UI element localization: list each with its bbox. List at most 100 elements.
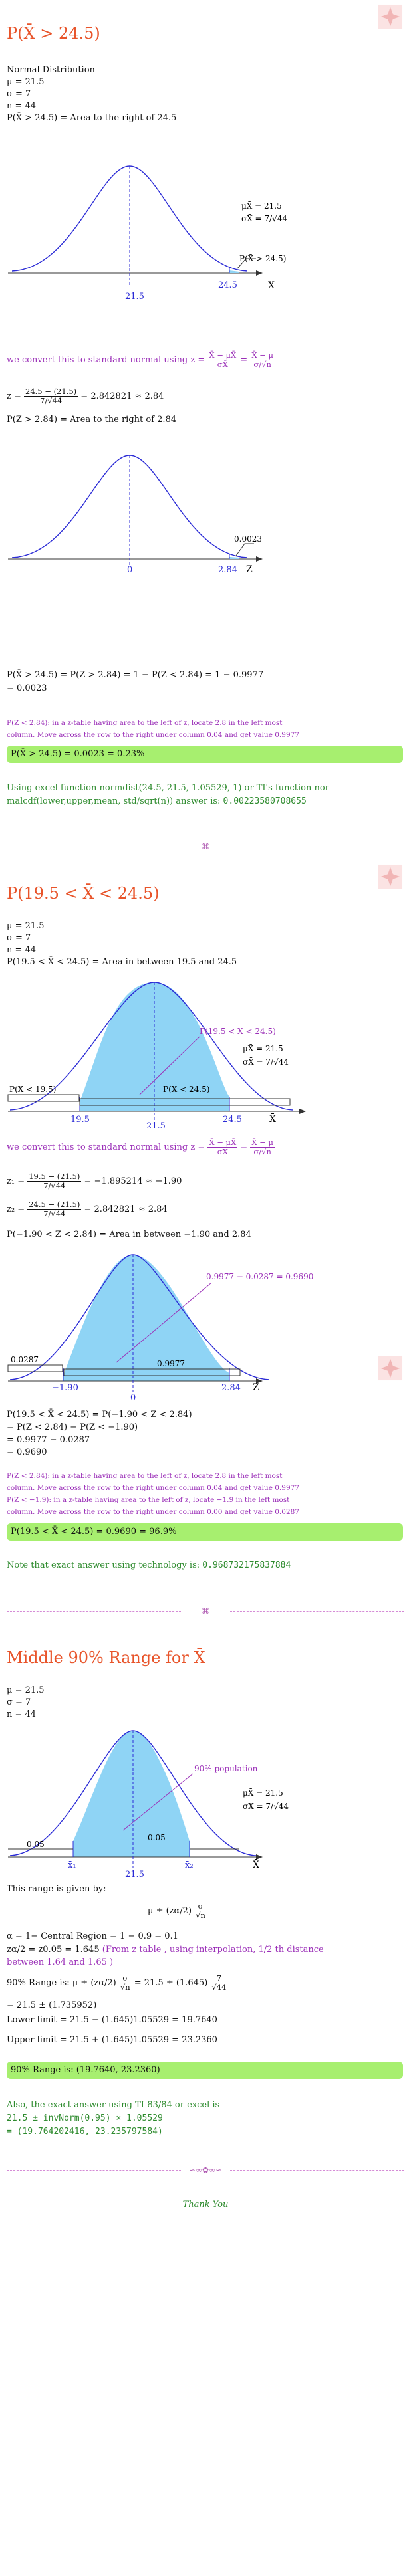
watermark-stamp-icon <box>378 864 403 889</box>
sigma-value: σ = 7 <box>7 1697 31 1707</box>
left-bracket <box>7 1364 63 1372</box>
ti-result: = (19.764202416, 23.235797584) <box>7 2127 163 2137</box>
critical-z: zα/2 = z0.05 = 1.645 (From z table , usi… <box>7 1945 324 1955</box>
tick-label-lower: 19.5 <box>70 1115 90 1125</box>
sigma-value: σ = 7 <box>7 933 31 943</box>
tail-probability-label: P(X̄ > 24.5) <box>239 253 286 263</box>
section-divider: ⌘ <box>7 842 404 851</box>
n-value: n = 44 <box>7 101 37 111</box>
thank-you: Thank You <box>182 2200 229 2210</box>
ti-note: Also, the exact answer using TI-83/84 or… <box>7 2100 220 2110</box>
axis-arrow-icon <box>299 1109 306 1114</box>
result-line-1: P(X̄ > 24.5) = P(Z > 2.84) = 1 − P(Z < 2… <box>7 670 264 680</box>
normal-curve-graph: 21.5 24.5 X̄ P(X̄ > 24.5) μX̄ = 21.5 σX̄… <box>8 165 287 302</box>
table-note: column. Move across the row to the right… <box>7 1508 299 1516</box>
shaded-region <box>73 1731 190 1857</box>
region-probability-label: 0.9977 − 0.0287 = 0.9690 <box>206 1272 313 1281</box>
axis-label: X̄ <box>269 1113 276 1125</box>
tick-label-x1: x̄₁ <box>68 1860 76 1870</box>
table-note: column. Move across the row to the right… <box>7 731 299 739</box>
end-divider: ∽∞✿∞∽ <box>7 2165 404 2175</box>
left-area-label: P(X̄ < 19.5) <box>9 1084 56 1094</box>
tick-label-lower: −1.90 <box>52 1383 78 1393</box>
axis-label: Z <box>253 1382 259 1393</box>
table-note: column. Move across the row to the right… <box>7 1484 299 1492</box>
region-probability-label: P(19.5 < X̄ < 24.5) <box>200 1026 276 1036</box>
normal-curve-graph: 90% population 0.05 0.05 x̄₁ 21.5 x̄₂ X̄… <box>8 1730 289 1879</box>
answer-highlight: P(X̄ > 24.5) = 0.0023 = 0.23% <box>7 746 403 763</box>
pointer-line <box>122 1773 194 1831</box>
section-title: P(19.5 < X̄ < 24.5) <box>7 884 160 903</box>
tick-label-value: 2.84 <box>218 565 237 575</box>
z-score-calc: z = 24.5 − (21.5)7/√44 = 2.842821 ≈ 2.84 <box>7 387 164 405</box>
right-bracket <box>79 1098 291 1106</box>
right-bracket <box>63 1368 241 1376</box>
axis-arrow-icon <box>256 270 263 276</box>
watermark-stamp-icon <box>378 4 403 29</box>
normal-curve-graph: P(19.5 < X̄ < 24.5) P(X̄ < 19.5) P(X̄ < … <box>7 982 306 1131</box>
probability-statement: P(X̄ > 24.5) = Area to the right of 24.5 <box>7 113 177 123</box>
n-value: n = 44 <box>7 1709 37 1719</box>
axis-label: Z <box>246 564 253 575</box>
axis-arrow-icon <box>256 1854 263 1860</box>
tick-label-x2: x̄₂ <box>185 1860 194 1870</box>
range-intro: This range is given by: <box>7 1884 106 1894</box>
standardize-line: we convert this to standard normal using… <box>7 350 275 369</box>
z-probability-statement: P(Z > 2.84) = Area to the right of 2.84 <box>7 415 177 425</box>
table-note: P(Z < 2.84): in a z-table having area to… <box>7 1472 283 1480</box>
axis-arrow-icon <box>256 556 263 562</box>
result-line-2: = 0.0023 <box>7 683 47 693</box>
tick-label-mean: 0 <box>130 1393 136 1403</box>
pointer-line <box>116 1282 212 1363</box>
pointer-line <box>139 1036 200 1095</box>
result-line-1: P(19.5 < X̄ < 24.5) = P(−1.90 < Z < 2.84… <box>7 1410 192 1420</box>
shaded-tail <box>229 557 239 559</box>
upper-limit: Upper limit = 21.5 + (1.645)1.05529 = 23… <box>7 2035 217 2045</box>
standard-normal-graph: 0 2.84 Z 0.0023 <box>8 455 263 575</box>
section-title: P(X̄ > 24.5) <box>7 24 100 43</box>
excel-note: malcdf(lower,upper,mean, std/sqrt(n)) an… <box>7 796 307 806</box>
right-area-label: 0.05 <box>148 1833 166 1842</box>
section-divider: ⌘ <box>7 1606 404 1616</box>
table-note: P(Z < 2.84): in a z-table having area to… <box>7 719 283 727</box>
range-calc: 90% Range is: μ ± (zα/2) σ√n = 21.5 ± (1… <box>7 1973 228 1992</box>
mu-value: μ = 21.5 <box>7 1685 45 1695</box>
region-probability-label: 90% population <box>194 1764 258 1773</box>
sd-label: σX̄ = 7/√44 <box>243 1057 289 1067</box>
ti-formula: 21.5 ± invNorm(0.95) × 1.05529 <box>7 2113 163 2123</box>
technology-note: Note that exact answer using technology … <box>7 1560 291 1570</box>
axis-label: X̄ <box>253 1858 259 1870</box>
answer-highlight: 90% Range is: (19.7640, 23.2360) <box>7 2062 403 2079</box>
left-bracket <box>7 1094 80 1102</box>
tick-label-mean: 21.5 <box>125 292 144 302</box>
tail-probability-label: 0.0023 <box>234 534 262 544</box>
left-area-label: 0.0287 <box>11 1355 39 1364</box>
mean-label: μX̄ = 21.5 <box>241 201 282 211</box>
n-value: n = 44 <box>7 945 37 955</box>
tick-label-upper: 2.84 <box>221 1383 241 1393</box>
mean-label: μX̄ = 21.5 <box>243 1788 283 1798</box>
pointer-line <box>237 258 256 269</box>
z-probability-statement: P(−1.90 < Z < 2.84) = Area in between −1… <box>7 1230 251 1239</box>
lower-limit: Lower limit = 21.5 − (1.645)1.05529 = 19… <box>7 2015 217 2025</box>
result-line-3: = 0.9977 − 0.0287 <box>7 1435 90 1445</box>
pointer-line <box>235 543 254 556</box>
distribution-label: Normal Distribution <box>7 65 95 75</box>
standardize-line: we convert this to standard normal using… <box>7 1138 275 1156</box>
mu-value: μ = 21.5 <box>7 921 45 931</box>
tick-label-mean: 21.5 <box>146 1121 166 1131</box>
section-title: Middle 90% Range for X̄ <box>7 1648 206 1667</box>
axis-arrow-icon <box>256 1378 263 1384</box>
sd-label: σX̄ = 7/√44 <box>241 213 287 223</box>
result-line-2: = P(Z < 2.84) − P(Z < −1.90) <box>7 1422 138 1432</box>
shaded-region <box>80 982 229 1111</box>
critical-z-note: between 1.64 and 1.65 ) <box>7 1957 114 1967</box>
left-area-label: 0.05 <box>27 1840 45 1849</box>
answer-highlight: P(19.5 < X̄ < 24.5) = 0.9690 = 96.9% <box>7 1523 403 1541</box>
sigma-value: σ = 7 <box>7 89 31 99</box>
axis-label: X̄ <box>268 279 275 291</box>
probability-statement: P(19.5 < X̄ < 24.5) = Area in between 19… <box>7 957 237 967</box>
table-note: P(Z < −1.9): in a z-table having area to… <box>7 1496 290 1504</box>
right-area-label: P(X̄ < 24.5) <box>163 1084 209 1094</box>
